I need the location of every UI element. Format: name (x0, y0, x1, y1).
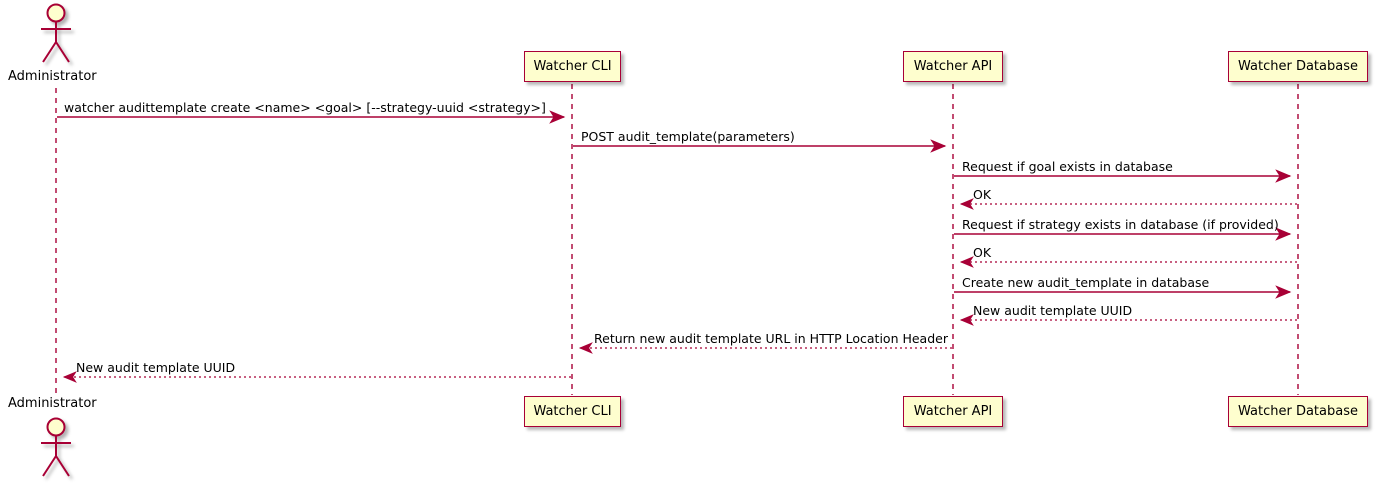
participant-label-watcher-database-top: Watcher Database (1238, 59, 1358, 74)
actor-figure-bottom (41, 417, 71, 477)
message-label-9: New audit template UUID (76, 360, 236, 375)
message-label-4: Request if strategy exists in database (… (962, 217, 1279, 232)
lifelines (55, 84, 1299, 395)
participant-label-watcher-cli-bottom: Watcher CLI (533, 404, 612, 419)
message-label-1: POST audit_template(parameters) (581, 129, 795, 144)
participant-label-watcher-api-bottom: Watcher API (913, 404, 993, 419)
message-label-0: watcher audittemplate create <name> <goa… (64, 100, 546, 115)
message-label-6: Create new audit_template in database (962, 275, 1210, 290)
participant-box-watcher-api-top[interactable]: Watcher API (903, 51, 1003, 82)
message-label-2: Request if goal exists in database (962, 159, 1173, 174)
message-label-7: New audit template UUID (973, 303, 1133, 318)
actor-label-administrator-top: Administrator (8, 69, 97, 84)
message-label-3: OK (973, 187, 992, 202)
participant-label-watcher-database-bottom: Watcher Database (1238, 404, 1358, 419)
participant-box-watcher-cli-top[interactable]: Watcher CLI (524, 51, 621, 82)
actor-figure-top (41, 3, 71, 63)
participant-box-watcher-api-bottom[interactable]: Watcher API (903, 396, 1003, 427)
participant-label-watcher-api-top: Watcher API (913, 59, 993, 74)
participant-box-watcher-cli-bottom[interactable]: Watcher CLI (524, 396, 621, 427)
participant-box-watcher-database-top[interactable]: Watcher Database (1228, 51, 1368, 82)
message-arrows (57, 110, 1297, 383)
participant-label-watcher-cli-top: Watcher CLI (533, 59, 612, 74)
message-label-5: OK (973, 245, 992, 260)
participant-box-watcher-database-bottom[interactable]: Watcher Database (1228, 396, 1368, 427)
actor-label-administrator-bottom: Administrator (8, 396, 97, 411)
message-label-8: Return new audit template URL in HTTP Lo… (594, 331, 948, 346)
